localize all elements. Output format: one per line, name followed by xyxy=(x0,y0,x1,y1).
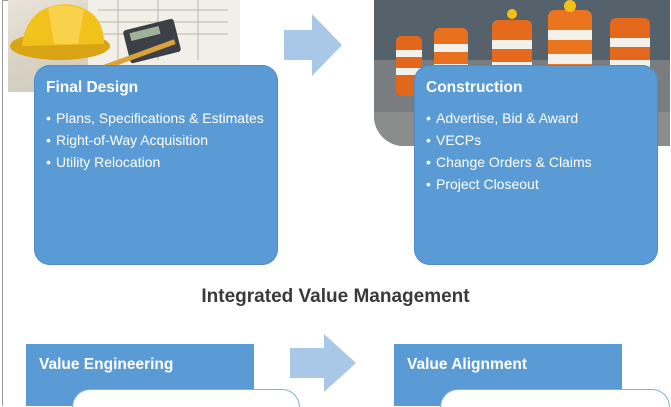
section-heading: Integrated Value Management xyxy=(201,286,470,307)
stage-item-list: Advertise, Bid & Award VECPs Change Orde… xyxy=(426,109,652,197)
stage-item: Plans, Specifications & Estimates xyxy=(46,109,272,128)
stage-title: Final Design xyxy=(46,79,139,96)
stage-item: Change Orders & Claims xyxy=(426,153,652,172)
right-arrow-icon xyxy=(290,334,356,392)
stage-item-list: Plans, Specifications & Estimates Right-… xyxy=(46,109,272,175)
stage-item: Advertise, Bid & Award xyxy=(426,109,652,128)
stage-item: VECPs xyxy=(426,131,652,150)
stage-item: Utility Relocation xyxy=(46,153,272,172)
value-alignment-panel xyxy=(440,389,670,407)
stage-card-final-design: Final Design Plans, Specifications & Est… xyxy=(34,65,278,265)
right-arrow-icon xyxy=(284,14,342,76)
stage-item: Project Closeout xyxy=(426,175,652,194)
frame-left-border xyxy=(2,0,3,406)
stage-card-construction: Construction Advertise, Bid & Award VECP… xyxy=(414,65,658,265)
value-engineering-panel xyxy=(72,389,300,407)
stage-title: Construction xyxy=(426,79,523,96)
stage-item: Right-of-Way Acquisition xyxy=(46,131,272,150)
